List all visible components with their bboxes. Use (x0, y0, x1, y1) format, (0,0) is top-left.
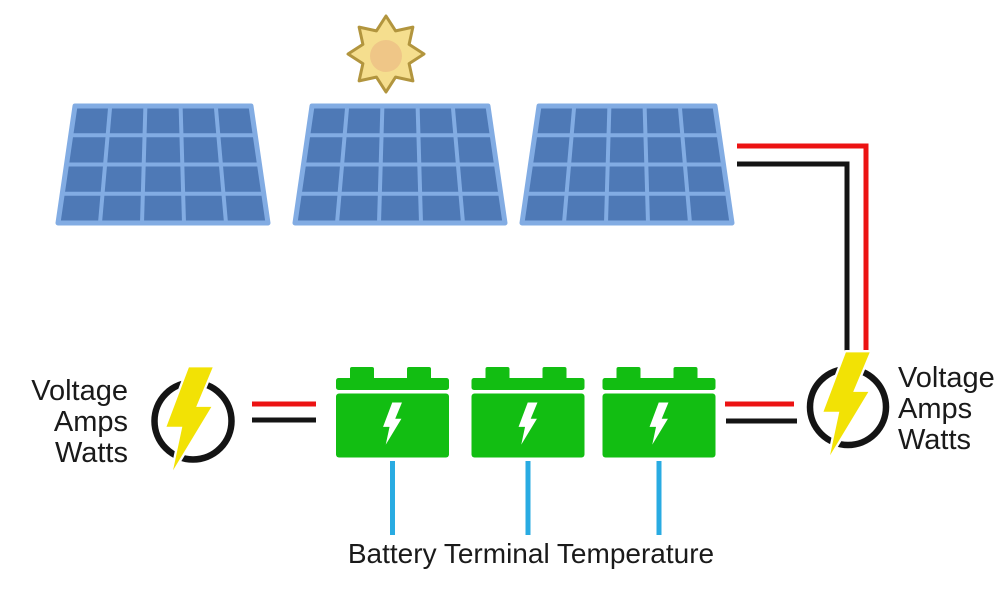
solar-panel-3 (520, 106, 734, 223)
left-sensor-label: Voltage Amps Watts (18, 376, 128, 469)
voltage-label: Voltage (898, 362, 995, 394)
solar-panel-array (56, 106, 734, 223)
right-sensor-label: Voltage Amps Watts (898, 363, 1007, 456)
sun-icon (346, 14, 426, 94)
left-power-sensor-icon (151, 367, 235, 470)
black-negative-wire (737, 161, 850, 352)
temperature-probe-lines (390, 461, 662, 535)
right-power-sensor-icon (806, 352, 890, 455)
solar-panel-2 (293, 106, 507, 223)
voltage-label: Voltage (31, 375, 128, 407)
battery-temperature-caption: Battery Terminal Temperature (347, 538, 715, 569)
red-positive-wire (737, 143, 869, 360)
array-to-sensor-wires (737, 143, 869, 360)
right-connector-wires (725, 401, 797, 424)
watts-label: Watts (54, 437, 128, 469)
left-connector-wires (252, 401, 316, 423)
watts-label: Watts (898, 424, 972, 456)
amps-label: Amps (898, 393, 973, 425)
battery-icon-3 (603, 367, 716, 458)
solar-panel-1 (56, 106, 270, 223)
battery-icon-1 (336, 367, 449, 458)
battery-bank (336, 367, 716, 458)
amps-label: Amps (53, 406, 128, 438)
battery-icon-2 (472, 367, 585, 458)
